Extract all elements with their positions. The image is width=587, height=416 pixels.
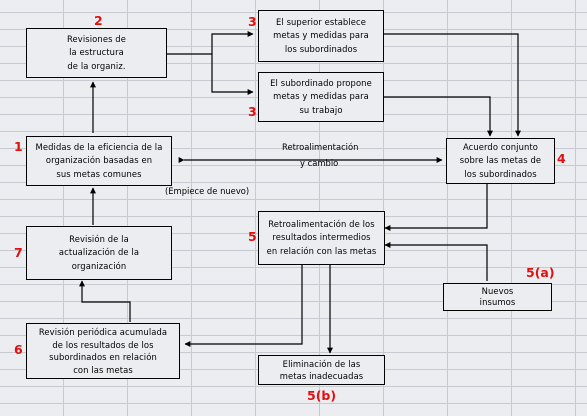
box-superior: El superior establece metas y medidas pa… [258, 10, 384, 62]
step-number-acuerdo: 4 [557, 151, 566, 166]
step-number-nuevos: 5(a) [526, 265, 555, 280]
box-retro-resultados: Retroalimentación de los resultados inte… [258, 211, 385, 265]
step-number-revision-org: 7 [14, 245, 23, 260]
arrow-superior-acuerdo [384, 33, 521, 137]
step-number-revision-periodica: 6 [14, 342, 23, 357]
step-number-subordinado: 3 [248, 104, 257, 119]
label-empiece-de-nuevo: (Empiece de nuevo) [165, 186, 250, 196]
arrow-revisiones-superior [167, 31, 254, 55]
step-number-medidas: 1 [14, 139, 23, 154]
arrow-nuevos-retro [384, 242, 488, 281]
arrow-revisiones-subordinado [211, 54, 254, 95]
box-nuevos: Nuevos insumos [443, 283, 552, 311]
box-acuerdo: Acuerdo conjunto sobre las metas de los … [446, 138, 555, 184]
arrow-retro-periodica [184, 265, 303, 347]
label-retroalimentacion: Retroalimentación [282, 142, 359, 152]
step-number-retro-resultados: 5 [248, 229, 257, 244]
step-number-revisiones: 2 [94, 13, 103, 28]
box-eliminacion: Eliminación de las metas inadecuadas [258, 355, 385, 385]
arrow-periodica-revision-org [79, 280, 131, 322]
box-revision-periodica: Revisión periódica acumulada de los resu… [26, 323, 180, 379]
box-medidas: Medidas de la eficiencia de la organizac… [26, 136, 172, 186]
step-number-eliminacion: 5(b) [307, 388, 337, 403]
box-subordinado: El subordinado propone metas y medidas p… [258, 72, 384, 122]
box-revisiones: Revisiones de la estructura de la organi… [26, 28, 167, 78]
arrow-subordinado-acuerdo [384, 96, 493, 137]
arrow-acuerdo-retro [384, 184, 488, 231]
step-number-superior: 3 [248, 14, 257, 29]
box-revision-org: Revisión de la actualización de la organ… [26, 226, 172, 280]
label-y-cambio: y cambio [300, 158, 339, 168]
